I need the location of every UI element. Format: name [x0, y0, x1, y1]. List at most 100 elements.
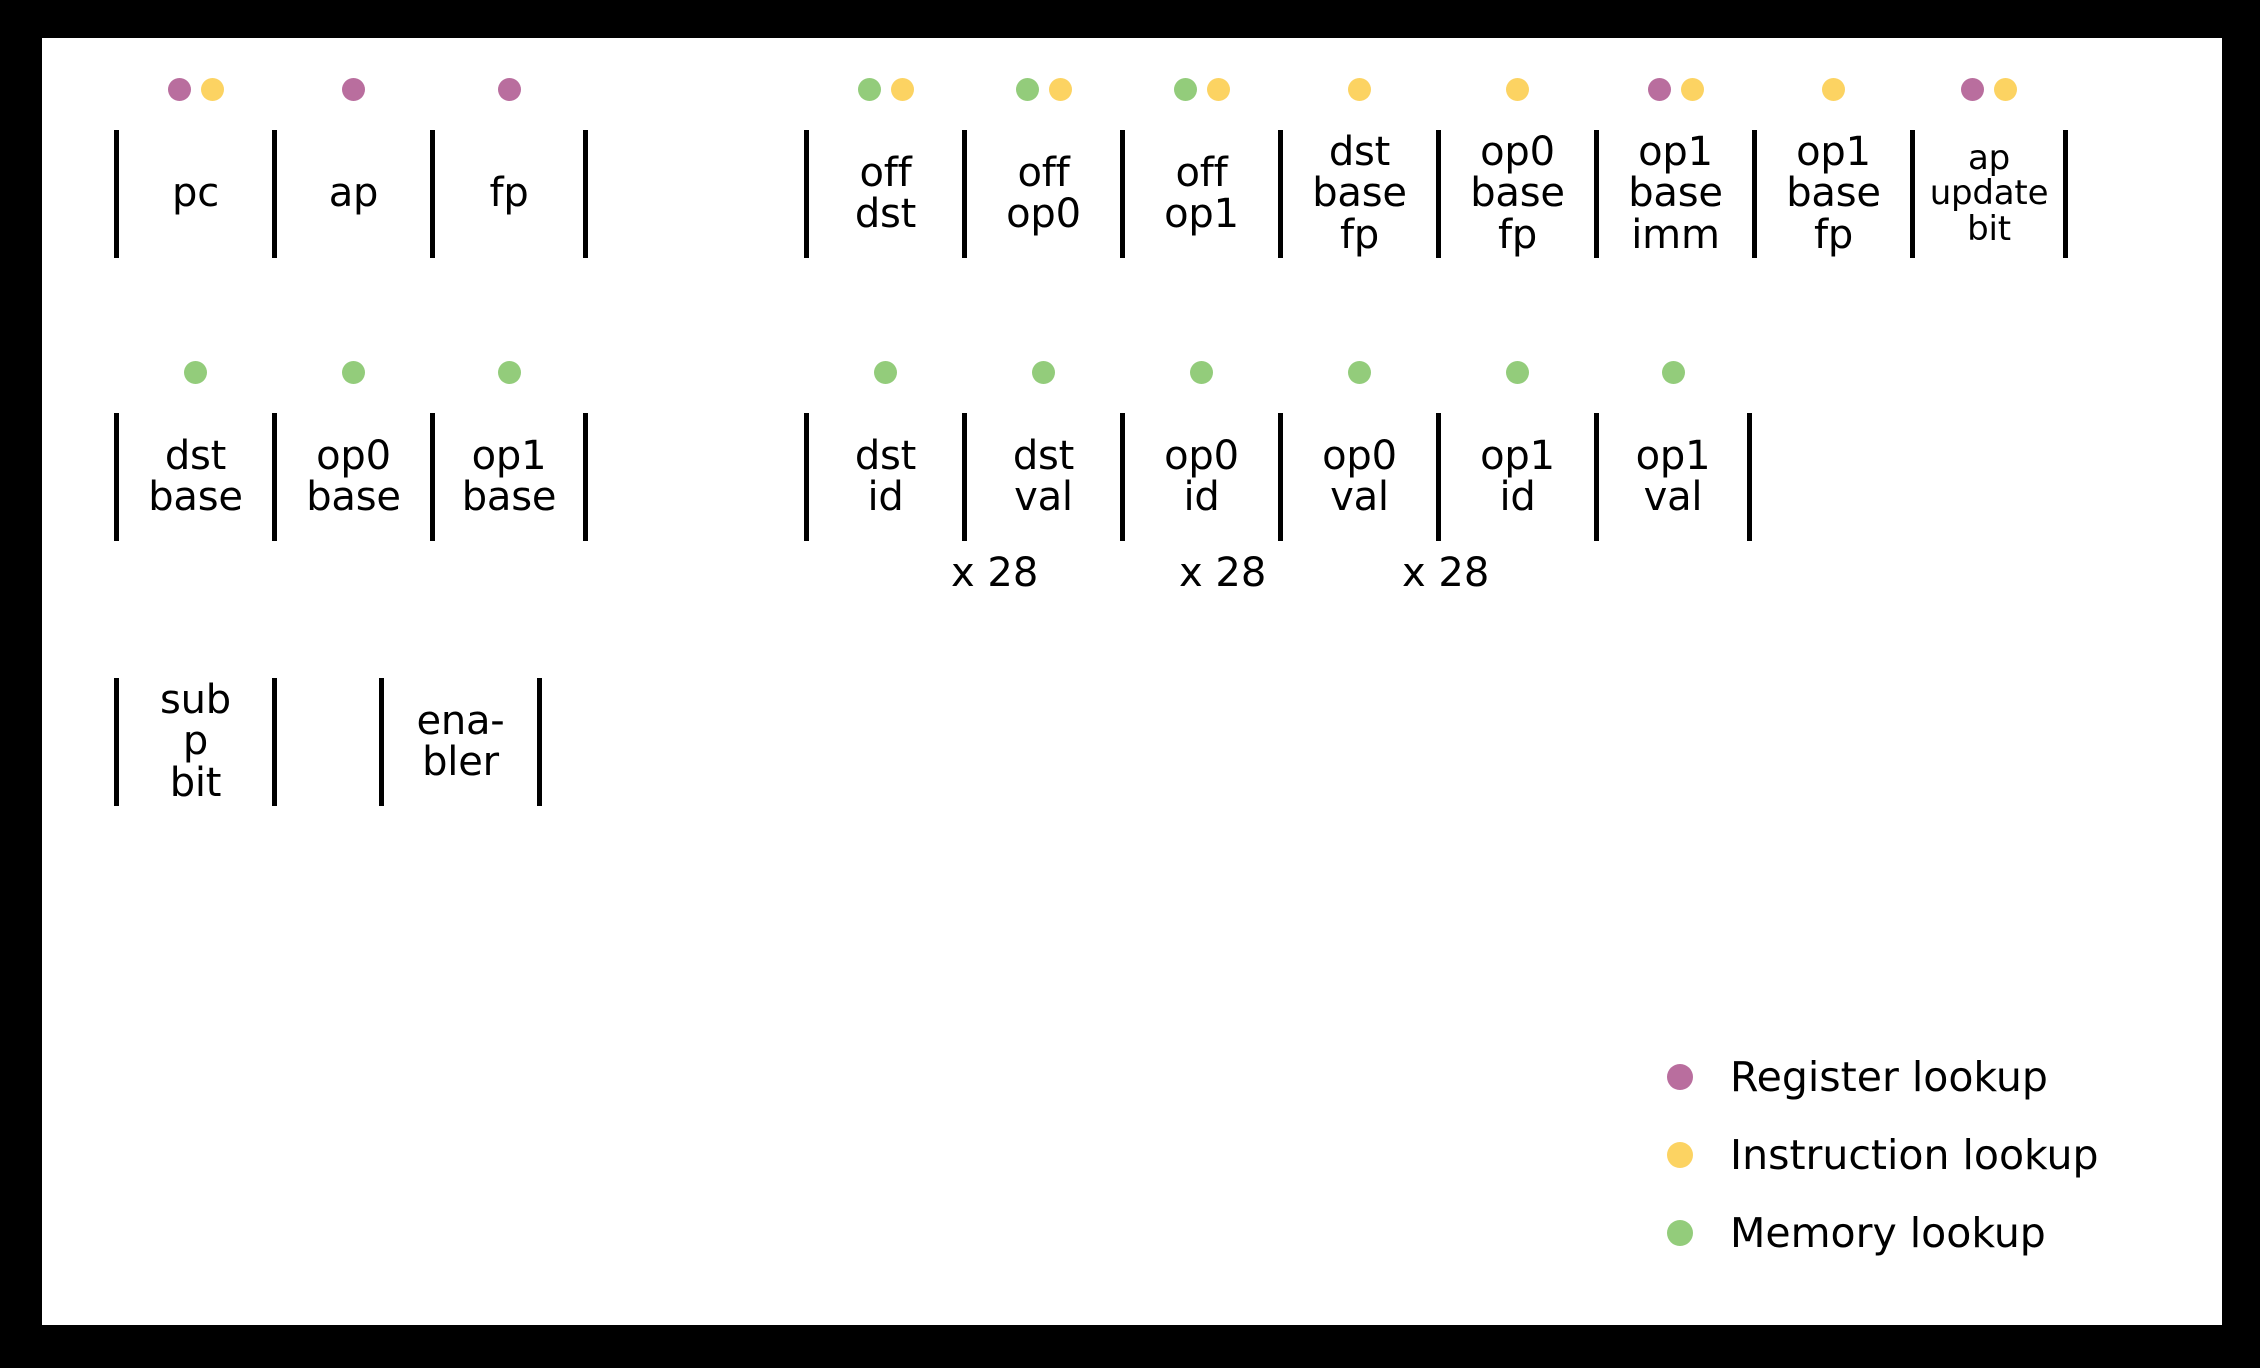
cell-label: fp [489, 170, 529, 217]
cell-label-line-1: op1 [1796, 129, 1871, 176]
cell-label-line-1: sub [160, 677, 231, 724]
dots-dst-id [809, 361, 962, 384]
dots-off-dst [809, 78, 962, 101]
cell-enabler-right-rule [537, 678, 542, 806]
dots-off-op0 [967, 78, 1120, 101]
cell-off-dst: off dst [804, 78, 962, 258]
cell-label-line-3: bit [169, 759, 222, 806]
cell-label-line-2: id [1183, 474, 1220, 520]
cell-label-line-2: p [182, 718, 209, 765]
dots-dst-base-fp [1283, 78, 1436, 101]
register-lookup-dot [1647, 78, 1671, 101]
dots-ap-update-bit [1915, 78, 2063, 101]
diagram-canvas: pc ap fp off [42, 38, 2222, 1325]
row1-group-registers: pc ap fp [114, 78, 588, 258]
dots-fp [435, 78, 583, 101]
legend-label: Instruction lookup [1730, 1131, 2099, 1179]
dots-op1-base-imm [1599, 78, 1752, 101]
cell-label-line-1: dst [1328, 129, 1391, 176]
cell-label-line-1: dst [164, 432, 227, 479]
cell-label-line-1: dst [1012, 432, 1075, 479]
cell-op1-base: op1 base [430, 361, 588, 541]
instruction-lookup-dot [1822, 78, 1845, 101]
memory-lookup-dot [1032, 361, 1055, 384]
cell-label-line-3: imm [1631, 211, 1720, 258]
register-lookup-dot [167, 78, 191, 101]
cell-label-line-1: ena- [416, 697, 505, 744]
legend-item-memory: Memory lookup [1667, 1194, 2099, 1272]
cell-label-line-1: off [1175, 149, 1228, 196]
register-lookup-dot [497, 78, 521, 101]
cell-label-line-1: op1 [1480, 432, 1555, 479]
dots-op1-base [435, 361, 583, 384]
legend-label: Register lookup [1730, 1053, 2048, 1101]
memory-lookup-dot [1190, 361, 1213, 384]
cell-dst-base-fp: dst base fp [1278, 78, 1436, 258]
cell-label-line-1: op1 [1635, 432, 1711, 479]
register-lookup-dot [342, 78, 365, 101]
cell-enabler: ena- bler [379, 678, 537, 806]
row3-group-flags: sub p bit ena- bler [114, 678, 542, 806]
memory-lookup-dot [857, 78, 881, 101]
multiplier-op0: x 28 [1179, 550, 1267, 596]
cell-dst-val: dst val [962, 361, 1120, 541]
cell-label-line-1: off [1017, 149, 1070, 196]
memory-lookup-dot [1348, 361, 1371, 384]
instruction-lookup-dot [1048, 78, 1072, 101]
memory-lookup-dot [1506, 361, 1529, 384]
dots-op1-base-fp [1757, 78, 1910, 101]
cell-label-line-2: base [306, 474, 401, 520]
row1-group-decode: off dst off op0 off op1 [804, 78, 2068, 258]
dots-op0-id [1125, 361, 1278, 384]
cell-label: pc [172, 170, 219, 217]
dots-op1-id [1441, 361, 1594, 384]
cell-label-line-2: base [1312, 170, 1407, 217]
cell-label-line-2: id [1499, 474, 1536, 520]
cell-label-line-1: op1 [471, 432, 547, 479]
multiplier-dst: x 28 [951, 550, 1039, 596]
cell-label: ap [328, 170, 379, 217]
dots-op0-base-fp [1441, 78, 1594, 101]
dots-dst-val [967, 361, 1120, 384]
cell-label-line-1: op1 [1638, 129, 1713, 176]
cell-label-line-1: op0 [1322, 432, 1397, 479]
cell-label-line-2: update [1929, 173, 2049, 214]
cell-op0-base-fp: op0 base fp [1436, 78, 1594, 258]
cell-label-line-2: bler [422, 739, 499, 785]
dots-ap [277, 78, 430, 101]
cell-dst-id: dst id [804, 361, 962, 541]
legend-label: Memory lookup [1730, 1209, 2046, 1257]
cell-spacer [272, 678, 384, 806]
cell-op1-val: op1 val [1594, 361, 1752, 541]
cell-label-line-3: fp [1813, 211, 1854, 258]
memory-lookup-dot [1661, 361, 1685, 384]
memory-lookup-swatch-icon [1667, 1220, 1693, 1246]
cell-off-op1: off op1 [1120, 78, 1278, 258]
cell-label-line-2: base [461, 474, 557, 520]
memory-lookup-dot [874, 361, 897, 384]
row2-group-bases: dst base op0 base op1 base [114, 361, 588, 541]
register-lookup-dot [1961, 78, 1984, 101]
instruction-lookup-dot [200, 78, 224, 101]
cell-sub-p-bit: sub p bit [114, 678, 272, 806]
instruction-lookup-swatch-icon [1667, 1142, 1693, 1168]
memory-lookup-dot [497, 361, 521, 384]
cell-label-line-1: op0 [316, 432, 391, 479]
instruction-lookup-dot [1348, 78, 1371, 101]
cell-op0-base: op0 base [272, 361, 430, 541]
legend: Register lookup Instruction lookup Memor… [1667, 1038, 2099, 1272]
row2-group-memory: dst id dst val op0 id o [804, 361, 1752, 541]
cell-op0-id: op0 id [1120, 361, 1278, 541]
cell-label-line-2: val [1330, 474, 1389, 520]
cell-label-line-2: base [1628, 170, 1723, 217]
cell-ap-update-bit: ap update bit [1910, 78, 2068, 258]
cell-label-line-1: dst [854, 432, 917, 479]
cell-label-line-3: fp [1497, 211, 1538, 258]
cell-ap: ap [272, 78, 430, 258]
cell-label-line-2: op1 [1164, 191, 1239, 237]
dots-op0-base [277, 361, 430, 384]
cell-label-line-1: off [859, 149, 912, 196]
instruction-lookup-dot [1206, 78, 1230, 101]
instruction-lookup-dot [1680, 78, 1704, 101]
legend-item-instruction: Instruction lookup [1667, 1116, 2099, 1194]
